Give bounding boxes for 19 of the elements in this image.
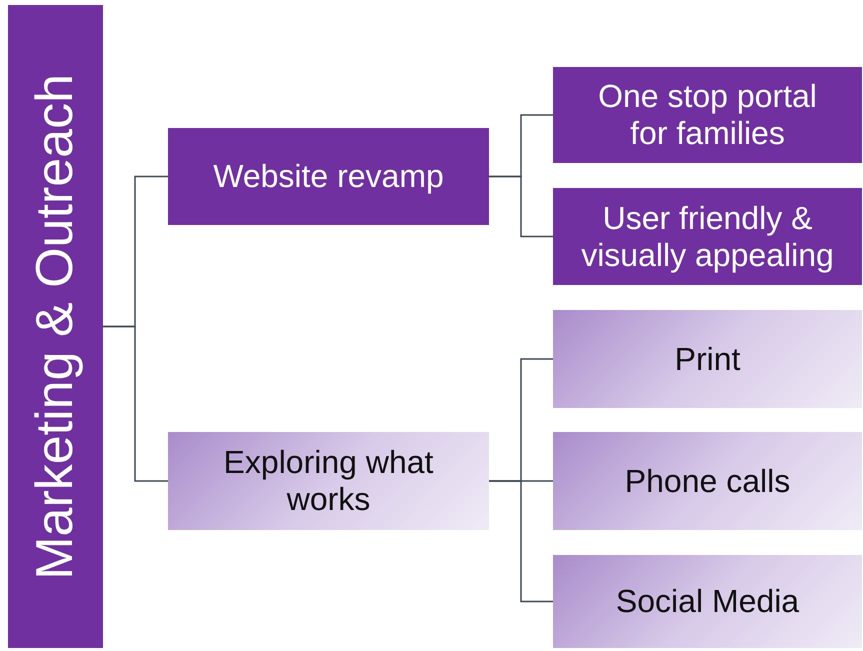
text-box: [553, 310, 862, 408]
connector-line: [489, 176, 553, 238]
node-label: Social Media: [616, 583, 800, 620]
connector-line: [489, 480, 553, 602]
node-label: Phone calls: [624, 462, 790, 500]
text-box: [168, 432, 489, 530]
node-label: One stop portal for families: [597, 78, 818, 152]
node-label: User friendly & visually appealing: [580, 200, 835, 274]
text-box: [8, 5, 103, 648]
node-label: Print: [674, 340, 740, 378]
node-label: Exploring what works: [222, 444, 434, 518]
node-label: Website revamp: [213, 158, 444, 195]
node-label: Marketing & Outreach: [26, 74, 85, 580]
text-box: [553, 67, 862, 163]
connector-line: [103, 326, 168, 482]
text-box: [553, 188, 862, 285]
text-box: [168, 128, 489, 225]
text-box: [553, 432, 862, 530]
text-box: [553, 555, 862, 648]
